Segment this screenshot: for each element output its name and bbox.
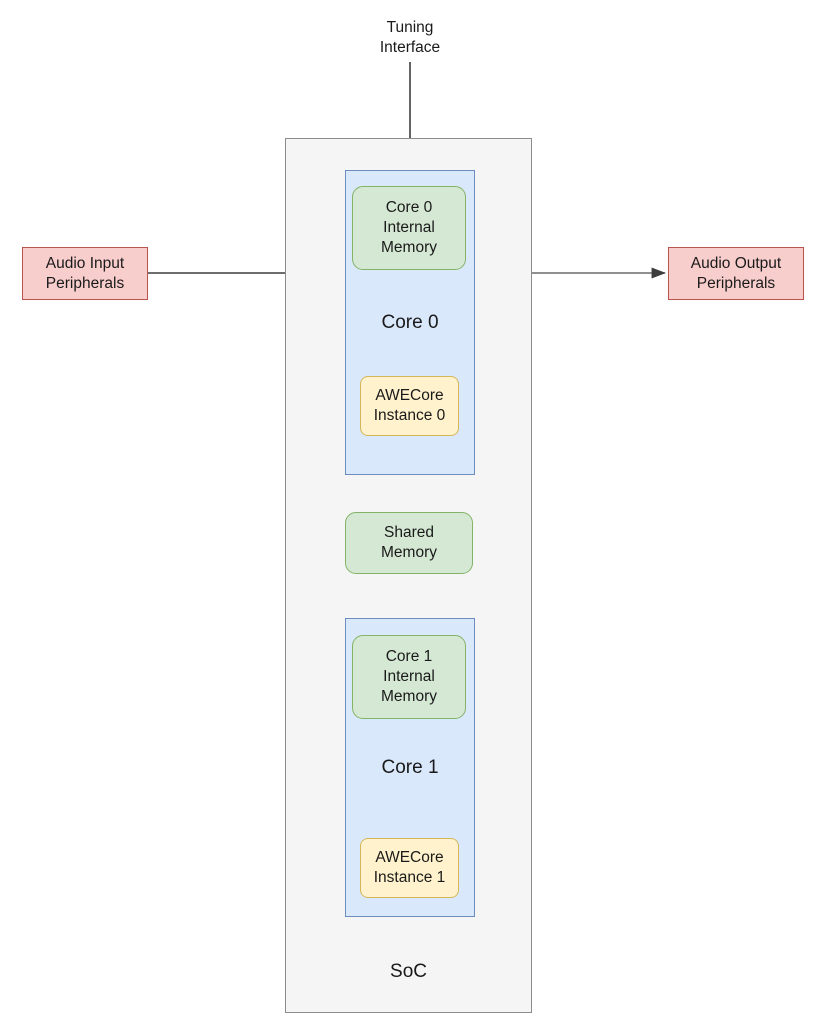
audio-output-peripherals-label: Audio Output Peripherals [690, 254, 782, 292]
audio-output-peripherals[interactable]: Audio Output Peripherals [668, 247, 804, 300]
core-1-label: Core 1 [381, 756, 439, 778]
audio-input-peripherals-label: Audio Input Peripherals [45, 254, 125, 292]
core-1-internal-memory-label: Core 1 Internal Memory [381, 648, 437, 705]
core-0-label: Core 0 [381, 311, 439, 333]
core-0-internal-memory[interactable]: Core 0 Internal Memory [352, 186, 466, 270]
audio-input-peripherals[interactable]: Audio Input Peripherals [22, 247, 148, 300]
soc-label: SoC [390, 960, 427, 982]
core-0-internal-memory-label: Core 0 Internal Memory [381, 199, 437, 256]
core-1-internal-memory[interactable]: Core 1 Internal Memory [352, 635, 466, 719]
awecore-instance-1-label: AWECore Instance 1 [373, 849, 446, 886]
awecore-instance-0-label: AWECore Instance 0 [373, 387, 446, 424]
shared-memory-label: Shared Memory [381, 524, 437, 561]
tuning-interface-label: Tuning Interface [379, 19, 441, 57]
awecore-instance-1[interactable]: AWECore Instance 1 [360, 838, 459, 898]
shared-memory-block[interactable]: Shared Memory [345, 512, 473, 574]
awecore-instance-0[interactable]: AWECore Instance 0 [360, 376, 459, 436]
